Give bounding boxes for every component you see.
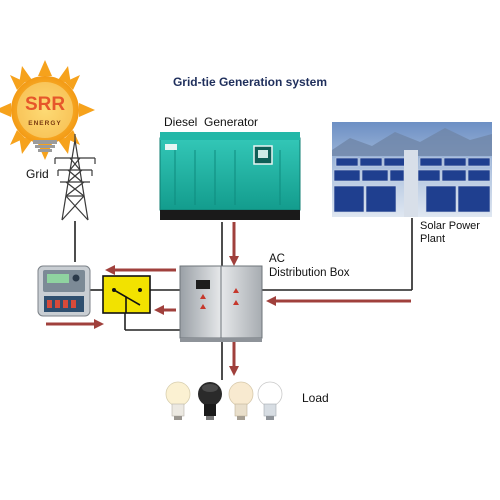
bulb-1 [165, 381, 191, 420]
flow-arrow-into-meter [46, 319, 104, 329]
wiring [74, 218, 413, 380]
flow-arrow-box-to-load [229, 338, 239, 376]
ac-box-label-line2: Distribution Box [269, 267, 350, 279]
flow-arrow-solar-to-box [266, 296, 411, 306]
bulb-3 [228, 381, 254, 420]
solar-plant-label-line2: Plant [420, 233, 446, 245]
logo-text: SRR [25, 94, 65, 115]
distribution-cabinet-icon [179, 265, 263, 342]
ac-box-label-line1: AC [269, 253, 285, 265]
flow-arrow-generator-to-box [229, 222, 239, 266]
solar-plant-label-line1: Solar Power [420, 220, 480, 232]
bulb-4 [257, 381, 283, 420]
ac-box-label: AC Distribution Box [269, 252, 350, 280]
diesel-generator-label: Diesel Generator [164, 115, 259, 129]
bulb-2 [198, 382, 222, 420]
solar-plant-label: Solar Power Plant [420, 220, 480, 246]
flow-arrow-box-to-switch-lower [154, 305, 176, 315]
grid-label: Grid [26, 167, 49, 181]
logo-subtext: ENERGY [28, 120, 61, 127]
diesel-generator-icon [159, 132, 301, 220]
energy-meter-icon [37, 265, 91, 317]
diagram-title: Grid-tie Generation system [172, 75, 328, 89]
sun-bulb-logo [0, 60, 95, 160]
light-bulbs-icon [165, 381, 283, 420]
changeover-switch-icon [102, 275, 151, 314]
flow-arrows [46, 222, 411, 376]
load-label: Load [302, 391, 329, 405]
solar-panel-field-icon [332, 122, 492, 217]
flow-arrow-box-to-switch [105, 265, 176, 275]
transmission-tower-icon [54, 134, 96, 221]
